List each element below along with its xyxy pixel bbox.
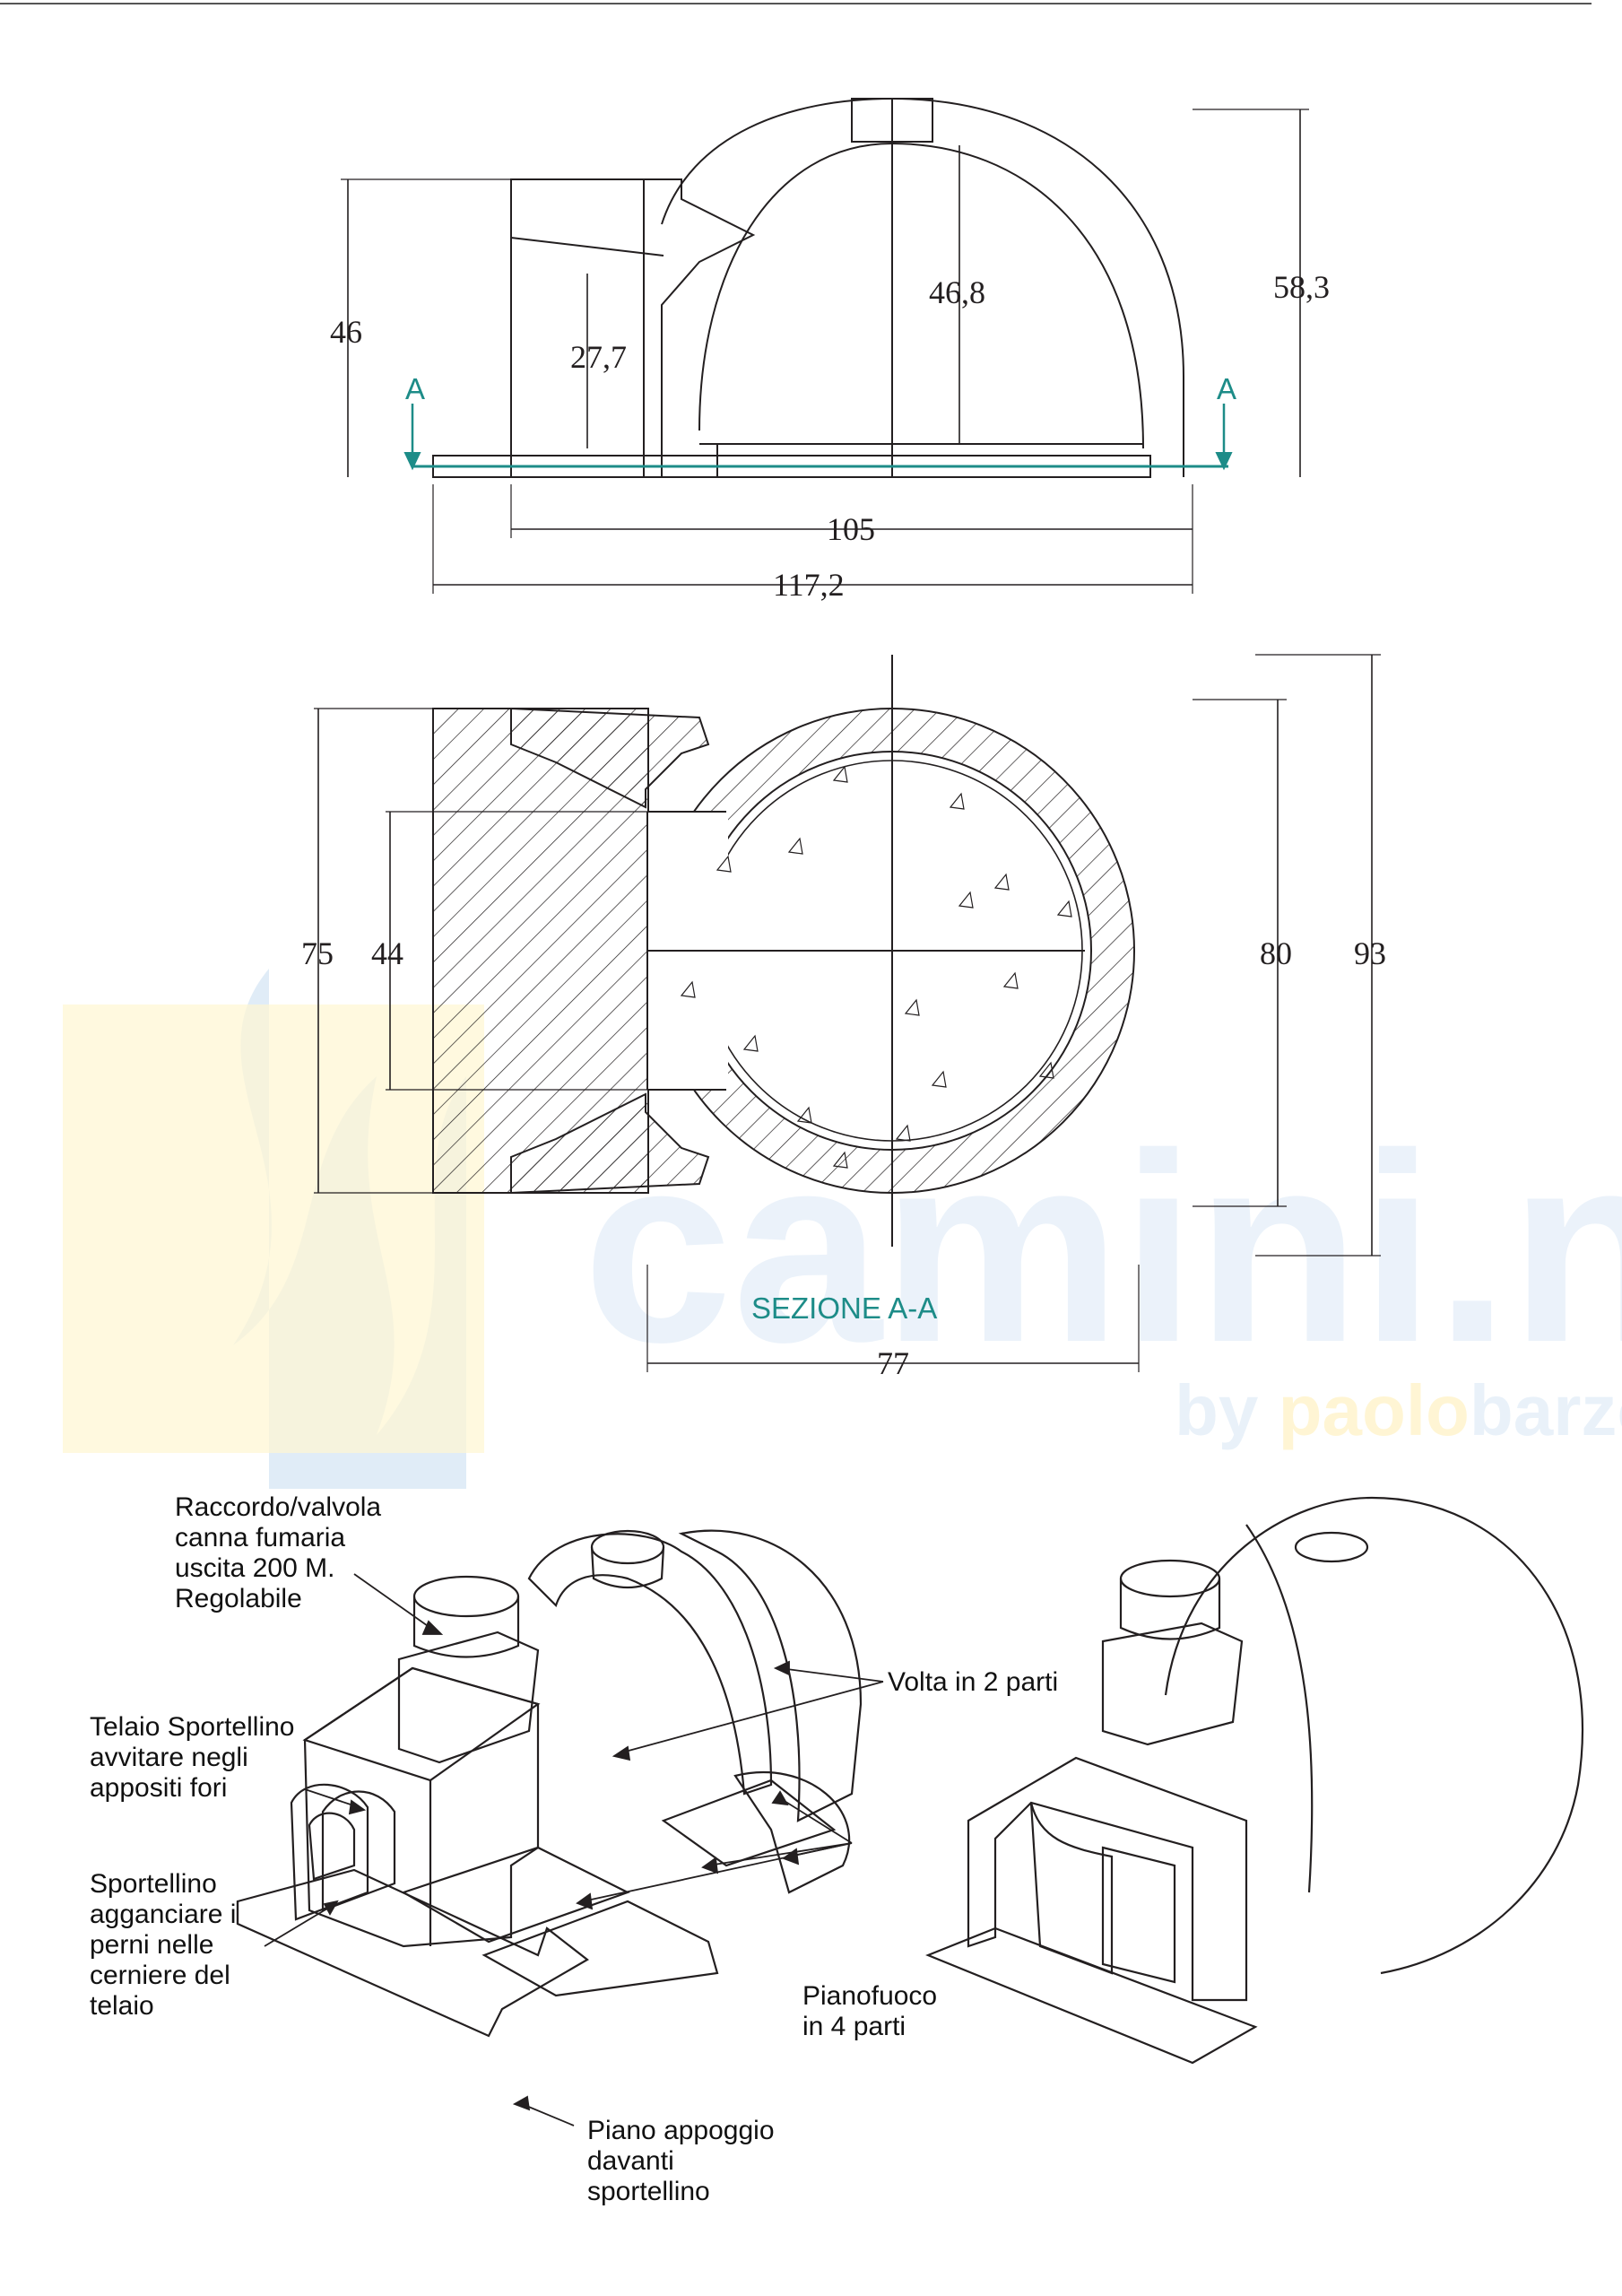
callout-flue: Raccordo/valvola canna fumaria uscita 20…: [175, 1492, 388, 1613]
assembled-dome: [1164, 1496, 1583, 1975]
assembled-dome-seam: [1245, 1524, 1314, 1893]
section-arrow-right-head: [1215, 452, 1233, 471]
vault-top-cap: [590, 1529, 665, 1565]
dim-outer-diameter: 93: [1354, 935, 1386, 971]
dim-door-width: 44: [371, 935, 403, 971]
assembled-mouth: [1029, 1802, 1114, 1975]
callout-vault-l1: Volta in 2 parti: [888, 1667, 1058, 1697]
watermark-name-b: barzotti: [1470, 1370, 1622, 1450]
dim-inner-diameter: 80: [1260, 935, 1292, 971]
floor-tile-2: [481, 1900, 719, 1997]
dim-total-length: 117,2: [773, 567, 845, 603]
floor-aggregate: [680, 765, 1072, 1169]
door-frame: [321, 1790, 396, 1912]
dim-total-height: 58,3: [1273, 269, 1330, 305]
dome-outer: [661, 97, 1184, 477]
watermark-name-a: paolo: [1279, 1370, 1470, 1450]
dim-chamber-depth: 77: [877, 1345, 909, 1381]
elevation-view: [341, 97, 1309, 594]
section-title: SEZIONE A-A: [751, 1292, 937, 1325]
callout-shelf: Piano appoggio davanti sportellino: [587, 2116, 782, 2206]
callout-frame: Telaio Sportellino avvitare negli apposi…: [90, 1712, 302, 1803]
front-shelf: [236, 1868, 589, 2038]
callout-frame-l3: appositi fori: [90, 1773, 227, 1803]
assembled-top-cap: [1294, 1531, 1369, 1563]
callout-door-l2: agganciare i: [90, 1900, 236, 1929]
flue-pipe: [412, 1596, 520, 1658]
section-marker-left: A: [405, 372, 425, 405]
assembled-base: [925, 1926, 1258, 2065]
dim-inner-height: 46,8: [929, 274, 985, 310]
callout-shelf-l1: Piano appoggio: [587, 2116, 775, 2145]
logo-yellow-block: [63, 1004, 484, 1453]
front-hood: [511, 178, 756, 477]
callout-flue-l3: uscita 200 M.: [175, 1553, 334, 1583]
callout-door: Sportellino agganciare i perni nelle cer…: [90, 1869, 244, 2021]
callout-shelf-l3: sportellino: [587, 2177, 710, 2206]
callout-floor: Pianofuoco in 4 parti: [802, 1981, 944, 2041]
front-block: [510, 178, 645, 478]
callout-flue-l4: Regolabile: [175, 1584, 302, 1613]
dim-front-width: 75: [301, 935, 334, 971]
watermark-main-text: camini.net: [583, 1097, 1622, 1398]
dim-door-height: 27,7: [570, 339, 627, 375]
hood-hatch-bottom: [510, 1092, 710, 1195]
flue-pipe-top: [412, 1575, 520, 1618]
section-arrow-left-head: [403, 452, 421, 471]
watermark-byline: by paolobarzotti: [1175, 1370, 1622, 1450]
floor-tile-3: [661, 1779, 837, 1867]
door-panel: [290, 1783, 369, 1921]
callout-door-l5: telaio: [90, 1991, 154, 2021]
callout-shelf-l2: davanti: [587, 2146, 674, 2176]
section-marker-right: A: [1217, 372, 1236, 405]
callout-leaders: [264, 1573, 884, 2126]
assembled-flue-box: [1101, 1622, 1244, 1746]
dim-mouth-height: 46: [330, 314, 362, 350]
callout-door-l4: cerniere del: [90, 1961, 230, 1990]
assembled-door: [1101, 1846, 1176, 1984]
callout-flue-l2: canna fumaria: [175, 1523, 345, 1552]
exploded-assembly: [236, 1496, 1583, 2126]
callout-frame-l1: Telaio Sportellino: [90, 1712, 294, 1742]
watermark: camini.net by paolobarzotti: [63, 969, 1622, 1489]
callout-floor-l2: in 4 parti: [802, 2012, 906, 2041]
floor-tile-4: [733, 1770, 851, 1894]
vault-half-back: [678, 1529, 863, 1822]
section-view: [314, 654, 1381, 1372]
vault-half-front: [527, 1533, 773, 1796]
assembled-front-block: [967, 1756, 1248, 2002]
hood-line: [510, 237, 664, 257]
assembled-flue-pipe-top: [1119, 1559, 1221, 1598]
callout-flue-l1: Raccordo/valvola: [175, 1492, 381, 1522]
watermark-by: by: [1175, 1370, 1279, 1450]
callout-frame-l2: avvitare negli: [90, 1743, 248, 1772]
vault-top-cap-side: [590, 1546, 665, 1589]
callout-door-l1: Sportellino: [90, 1869, 217, 1899]
dome-inner: [698, 142, 1144, 449]
callout-door-l3: perni nelle: [90, 1930, 213, 1960]
hood-hatch-top: [510, 707, 710, 809]
dim-inner-length: 105: [827, 511, 875, 547]
callout-floor-l1: Pianofuoco: [802, 1981, 937, 2011]
door-window: [308, 1812, 356, 1881]
mouth-block-top: [302, 1666, 541, 1782]
flue-box: [397, 1631, 540, 1764]
callout-vault: Volta in 2 parti: [888, 1667, 1058, 1697]
